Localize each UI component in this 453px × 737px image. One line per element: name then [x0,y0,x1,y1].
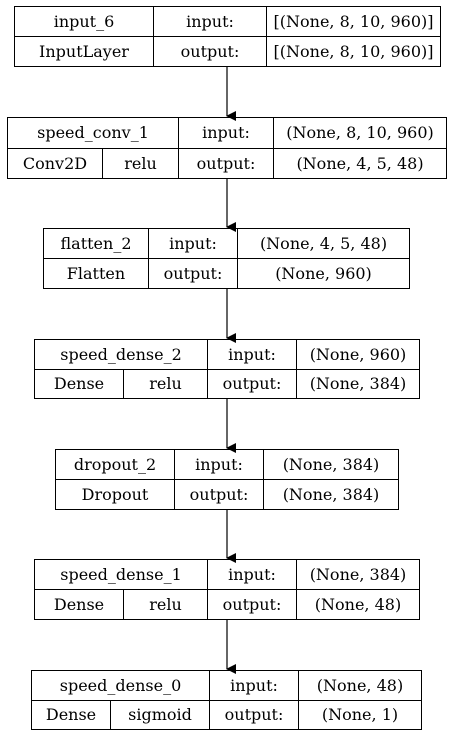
output-shape: [(None, 8, 10, 960)] [266,36,440,66]
input-label: input: [207,560,297,590]
layer-name: speed_conv_1 [8,118,179,149]
output-label: output: [209,699,299,729]
output-label: output: [178,147,274,178]
output-label: output: [174,479,264,509]
output-label: output: [153,36,267,66]
input-label: input: [178,118,274,149]
output-label: output: [207,368,297,398]
input-shape: (None, 960) [296,340,419,370]
layer-type: Conv2D [8,147,103,178]
layer-name: flatten_2 [44,229,149,259]
layer-activation: relu [102,147,179,178]
layer-activation: sigmoid [110,699,210,729]
input-shape: (None, 384) [263,450,398,480]
layer-node-speed-dense-1: speed_dense_1 input: (None, 384) Dense r… [34,559,420,620]
layer-type: Flatten [44,258,149,288]
layer-node-dropout-2: dropout_2 input: (None, 384) Dropout out… [55,449,399,510]
layer-activation: relu [123,368,208,398]
layer-node-input-6: input_6 input: [(None, 8, 10, 960)] Inpu… [14,6,441,67]
layer-name: input_6 [15,7,154,37]
output-label: output: [207,589,297,619]
output-label: output: [148,258,238,288]
input-shape: (None, 48) [298,671,421,701]
layer-node-speed-dense-2: speed_dense_2 input: (None, 960) Dense r… [34,339,420,399]
layer-node-flatten-2: flatten_2 input: (None, 4, 5, 48) Flatte… [43,228,410,289]
output-shape: (None, 384) [263,479,398,509]
output-shape: (None, 960) [237,258,409,288]
layer-type: Dense [32,699,111,729]
input-shape: (None, 4, 5, 48) [237,229,409,259]
layer-name: dropout_2 [56,450,175,480]
input-label: input: [153,7,267,37]
layer-type: Dense [35,368,124,398]
output-shape: (None, 384) [296,368,419,398]
output-shape: (None, 48) [296,589,419,619]
output-shape: (None, 4, 5, 48) [273,147,446,178]
layer-type: InputLayer [15,36,154,66]
input-shape: (None, 8, 10, 960) [273,118,446,149]
layer-activation: relu [123,589,208,619]
layer-type: Dropout [56,479,175,509]
input-label: input: [209,671,299,701]
layer-name: speed_dense_2 [35,340,208,370]
output-shape: (None, 1) [298,699,421,729]
layer-node-speed-dense-0: speed_dense_0 input: (None, 48) Dense si… [31,670,422,730]
input-label: input: [148,229,238,259]
input-label: input: [174,450,264,480]
input-label: input: [207,340,297,370]
layer-type: Dense [35,589,124,619]
layer-name: speed_dense_1 [35,560,208,590]
input-shape: [(None, 8, 10, 960)] [266,7,440,37]
input-shape: (None, 384) [296,560,419,590]
layer-name: speed_dense_0 [32,671,210,701]
layer-node-speed-conv-1: speed_conv_1 input: (None, 8, 10, 960) C… [7,117,447,179]
